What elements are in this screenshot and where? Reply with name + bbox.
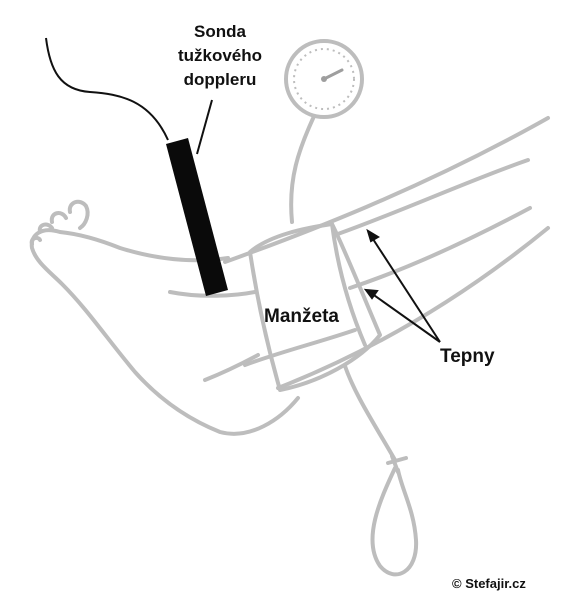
probe-cable xyxy=(46,38,168,140)
probe-label: Sonda tužkového doppleru xyxy=(160,20,280,92)
bulb-valve xyxy=(388,456,406,472)
doppler-probe-icon xyxy=(166,138,228,296)
probe-pointer xyxy=(197,100,212,154)
heel-line xyxy=(205,355,258,380)
probe-label-line-1: Sonda xyxy=(160,20,280,44)
copyright-notice: © Stefajir.cz xyxy=(452,576,526,591)
probe-label-line-2: tužkového xyxy=(160,44,280,68)
toe-2 xyxy=(52,213,66,222)
foot-outline xyxy=(32,230,298,434)
probe-label-line-3: doppleru xyxy=(160,68,280,92)
toe-4 xyxy=(32,238,40,244)
sphygmomanometer-gauge-icon xyxy=(286,41,362,117)
toe-1 xyxy=(70,202,88,228)
bulb-outline xyxy=(372,468,416,574)
cuff-label: Manžeta xyxy=(264,306,339,328)
artery-label: Tepny xyxy=(440,346,495,368)
gauge-hose xyxy=(291,112,316,222)
bulb-hose xyxy=(345,366,395,460)
